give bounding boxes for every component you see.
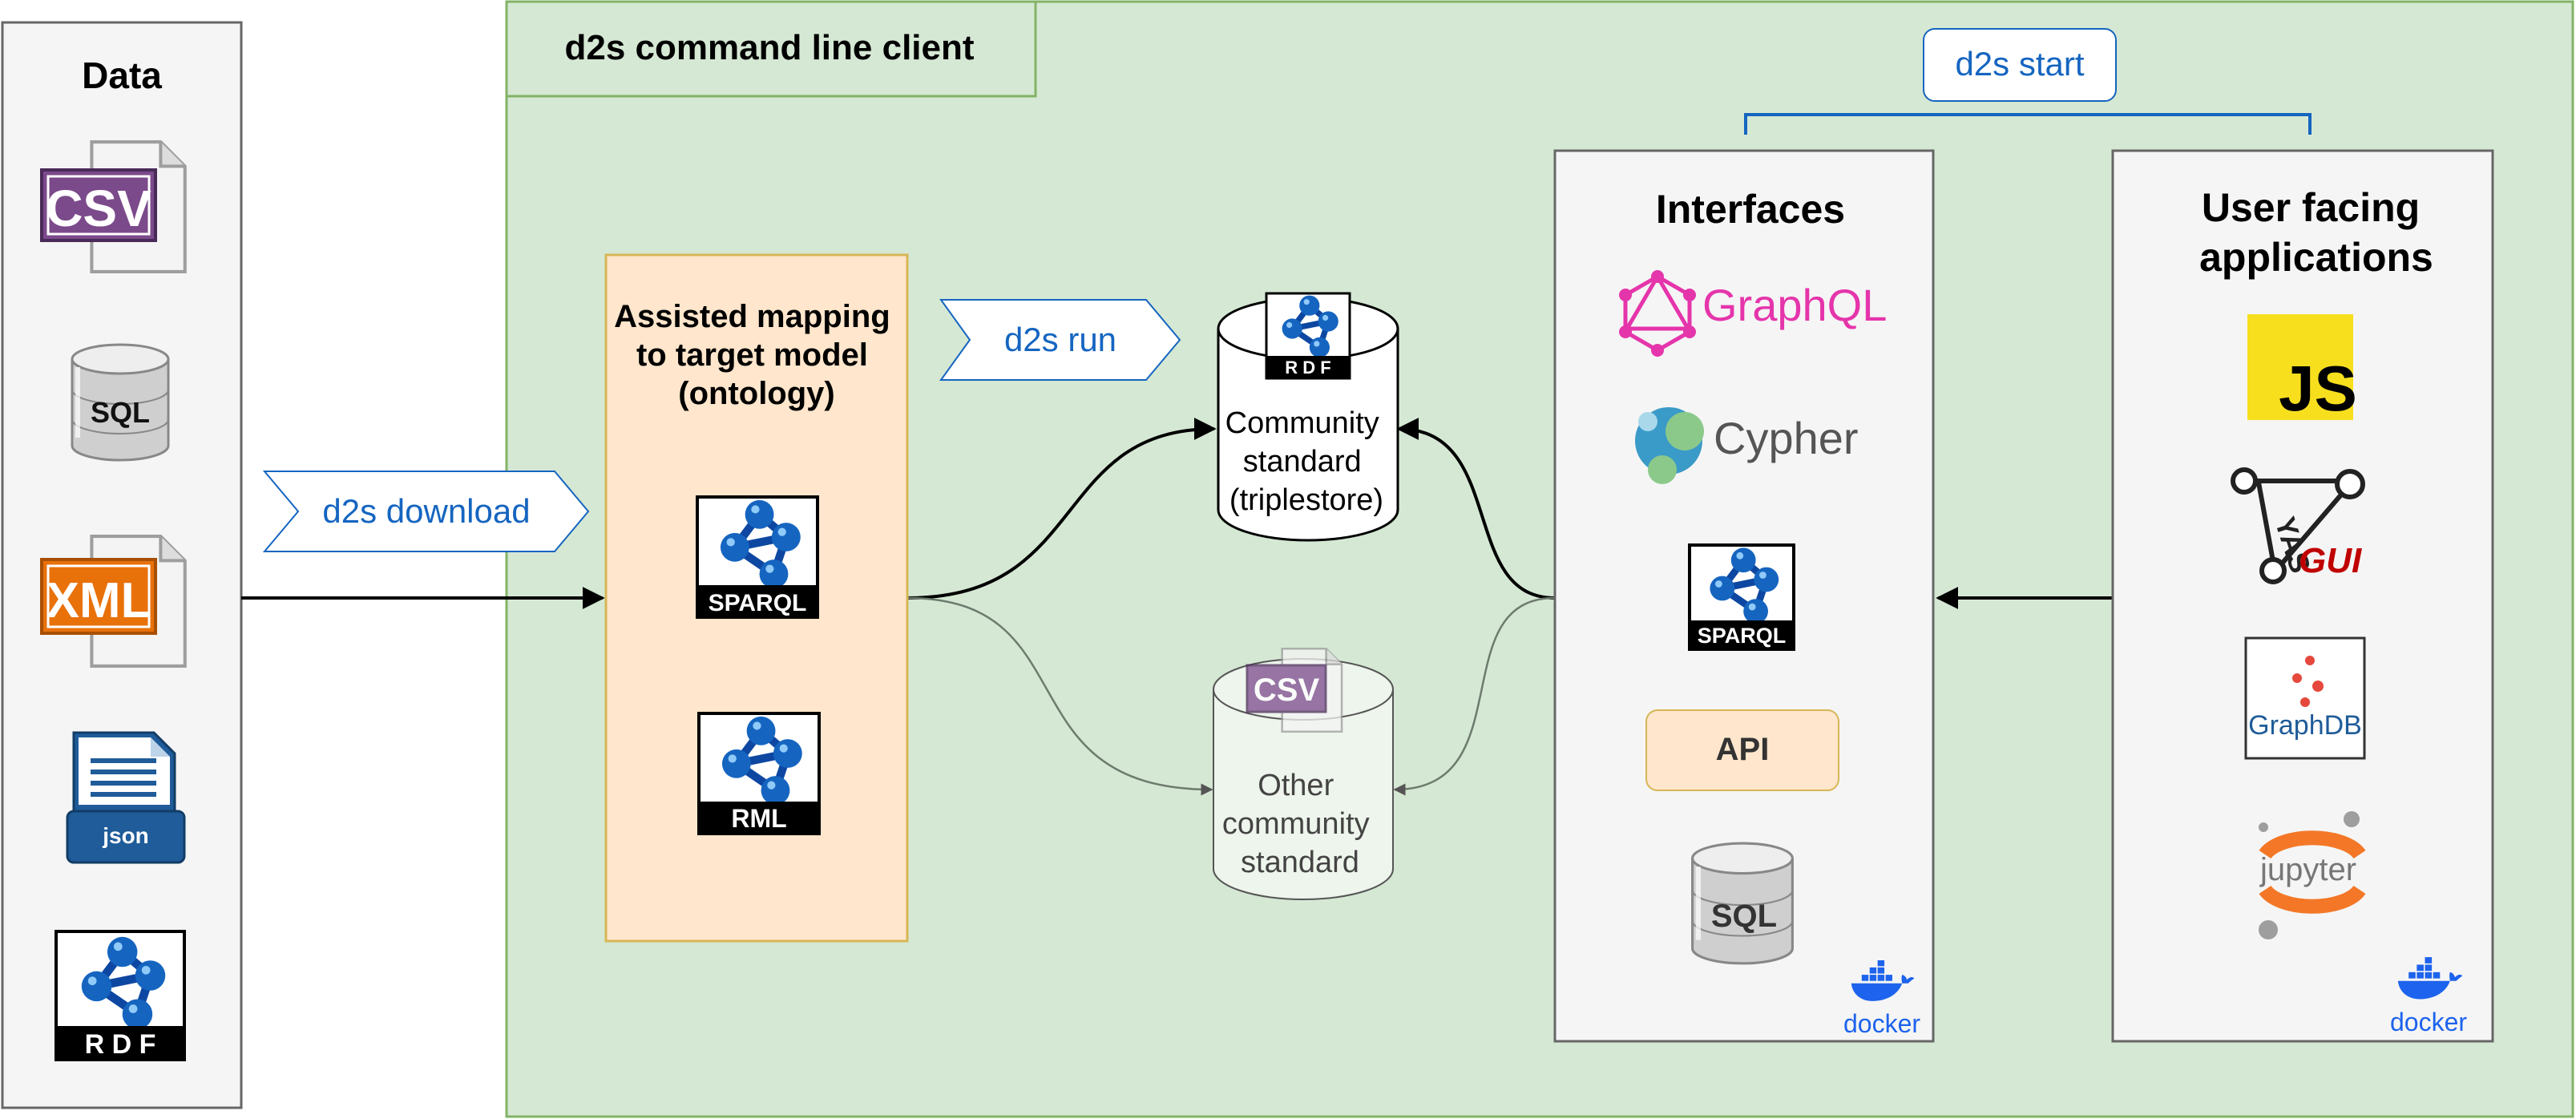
graphdb-icon: GraphDB — [2244, 636, 2366, 760]
jupyter-label: jupyter — [2259, 852, 2356, 887]
json-label: json — [102, 823, 149, 848]
sparql-mapping-icon: SPARQL — [696, 495, 819, 619]
d2s-download-text: d2s download — [322, 492, 530, 530]
rdf-icon: R D F — [55, 930, 186, 1061]
mapping-title-line-1: Assisted mapping — [614, 299, 890, 334]
sql-label: SQL — [91, 396, 150, 429]
other-line-1: Other — [1258, 769, 1334, 802]
yasgui-gui-label: GUI — [2299, 541, 2362, 580]
csv-file-icon: CSV — [40, 142, 185, 272]
mapping-to-other-arrow — [906, 596, 1213, 796]
sql-interface-label: SQL — [1711, 899, 1777, 934]
data-panel-title: Data — [82, 55, 162, 96]
d2s-start-text: d2s start — [1955, 45, 2084, 83]
d2s-download-label: d2s download — [262, 471, 590, 552]
sql-interface-icon: SQL — [1693, 843, 1793, 963]
apps-title-line-2: applications — [2199, 235, 2433, 280]
interfaces-panel: Interfaces GraphQL Cypher SPARQL — [1553, 149, 1935, 1043]
javascript-icon: JS — [2247, 314, 2357, 424]
other-csv-icon: CSV — [1246, 647, 1343, 733]
d2s-start-bracket — [1744, 113, 2312, 135]
mapping-box: Assisted mapping to target model (ontolo… — [604, 253, 909, 943]
jupyter-icon: jupyter — [2259, 811, 2366, 939]
xml-file-icon: XML — [40, 536, 185, 666]
d2s-run-label: d2s run — [939, 299, 1181, 381]
interfaces-to-triplestore-arrow — [1396, 418, 1556, 600]
cypher-label: Cypher — [1714, 413, 1859, 463]
community-line-2: standard — [1243, 445, 1362, 479]
yasgui-icon: YAS GUI — [2231, 467, 2365, 584]
svg-text:Assisted mapping to targ: Assisted mapping to target model (ontolo… — [614, 299, 899, 411]
docker-interfaces-icon: docker — [1843, 960, 1920, 1038]
graphql-icon — [1619, 270, 1696, 357]
graphdb-label: GraphDB — [2248, 710, 2362, 741]
rml-mapping-icon: RML — [697, 712, 821, 835]
other-line-2: community — [1222, 807, 1370, 841]
docker-interfaces-label: docker — [1843, 1009, 1920, 1038]
community-line-3: (triplestore) — [1229, 483, 1383, 517]
other-community-standard: CSV Other community standard — [1213, 647, 1394, 900]
cypher-icon — [1635, 407, 1704, 484]
interfaces-title: Interfaces — [1656, 187, 1845, 232]
community-line-1: Community — [1225, 406, 1379, 440]
graphql-label: GraphQL — [1702, 280, 1887, 330]
api-label: API — [1716, 732, 1770, 767]
sql-database-icon: SQL — [72, 345, 168, 460]
flow-arrows — [241, 418, 2113, 796]
community-triplestore: R D F Community standard (triplestore) — [1217, 292, 1399, 542]
js-label: JS — [2279, 353, 2357, 424]
mapping-to-triplestore-arrow — [906, 418, 1217, 600]
client-title: d2s command line client — [564, 28, 974, 67]
docker-apps-icon: docker — [2390, 957, 2467, 1036]
docker-apps-label: docker — [2390, 1008, 2467, 1036]
data-panel: Data CSV SQL XML — [1, 21, 243, 1109]
rdf-label: R D F — [85, 1029, 156, 1060]
d2s-run-text: d2s run — [1004, 321, 1116, 358]
svg-text:Other community st: Other community standard — [1222, 769, 1378, 879]
d2s-start-group: d2s start — [1744, 28, 2312, 135]
mapping-title-line-2: to target model — [636, 337, 868, 373]
apps-panel: User facing applications JS YAS GUI Gr — [2111, 149, 2494, 1043]
svg-text:Community standard: Community standard (triplestore) — [1225, 406, 1388, 517]
sparql-interface-icon: SPARQL — [1688, 543, 1795, 651]
rml-mapping-label: RML — [731, 804, 786, 833]
sparql-interface-label: SPARQL — [1698, 624, 1787, 648]
triplestore-rdf-icon: R D F — [1265, 292, 1351, 380]
svg-text:User facing applications: User facing applications — [2199, 185, 2433, 280]
sparql-mapping-label: SPARQL — [709, 590, 807, 616]
other-line-3: standard — [1241, 846, 1359, 879]
mapping-title-line-3: (ontology) — [678, 376, 835, 411]
triplestore-rdf-label: R D F — [1285, 358, 1330, 378]
xml-label: XML — [46, 573, 151, 628]
apps-title-line-1: User facing — [2202, 185, 2420, 230]
json-file-icon: json — [66, 731, 186, 864]
csv-label: CSV — [46, 180, 151, 237]
other-csv-label: CSV — [1254, 673, 1320, 708]
interfaces-to-other-arrow — [1393, 596, 1556, 796]
api-box: API — [1645, 709, 1839, 791]
